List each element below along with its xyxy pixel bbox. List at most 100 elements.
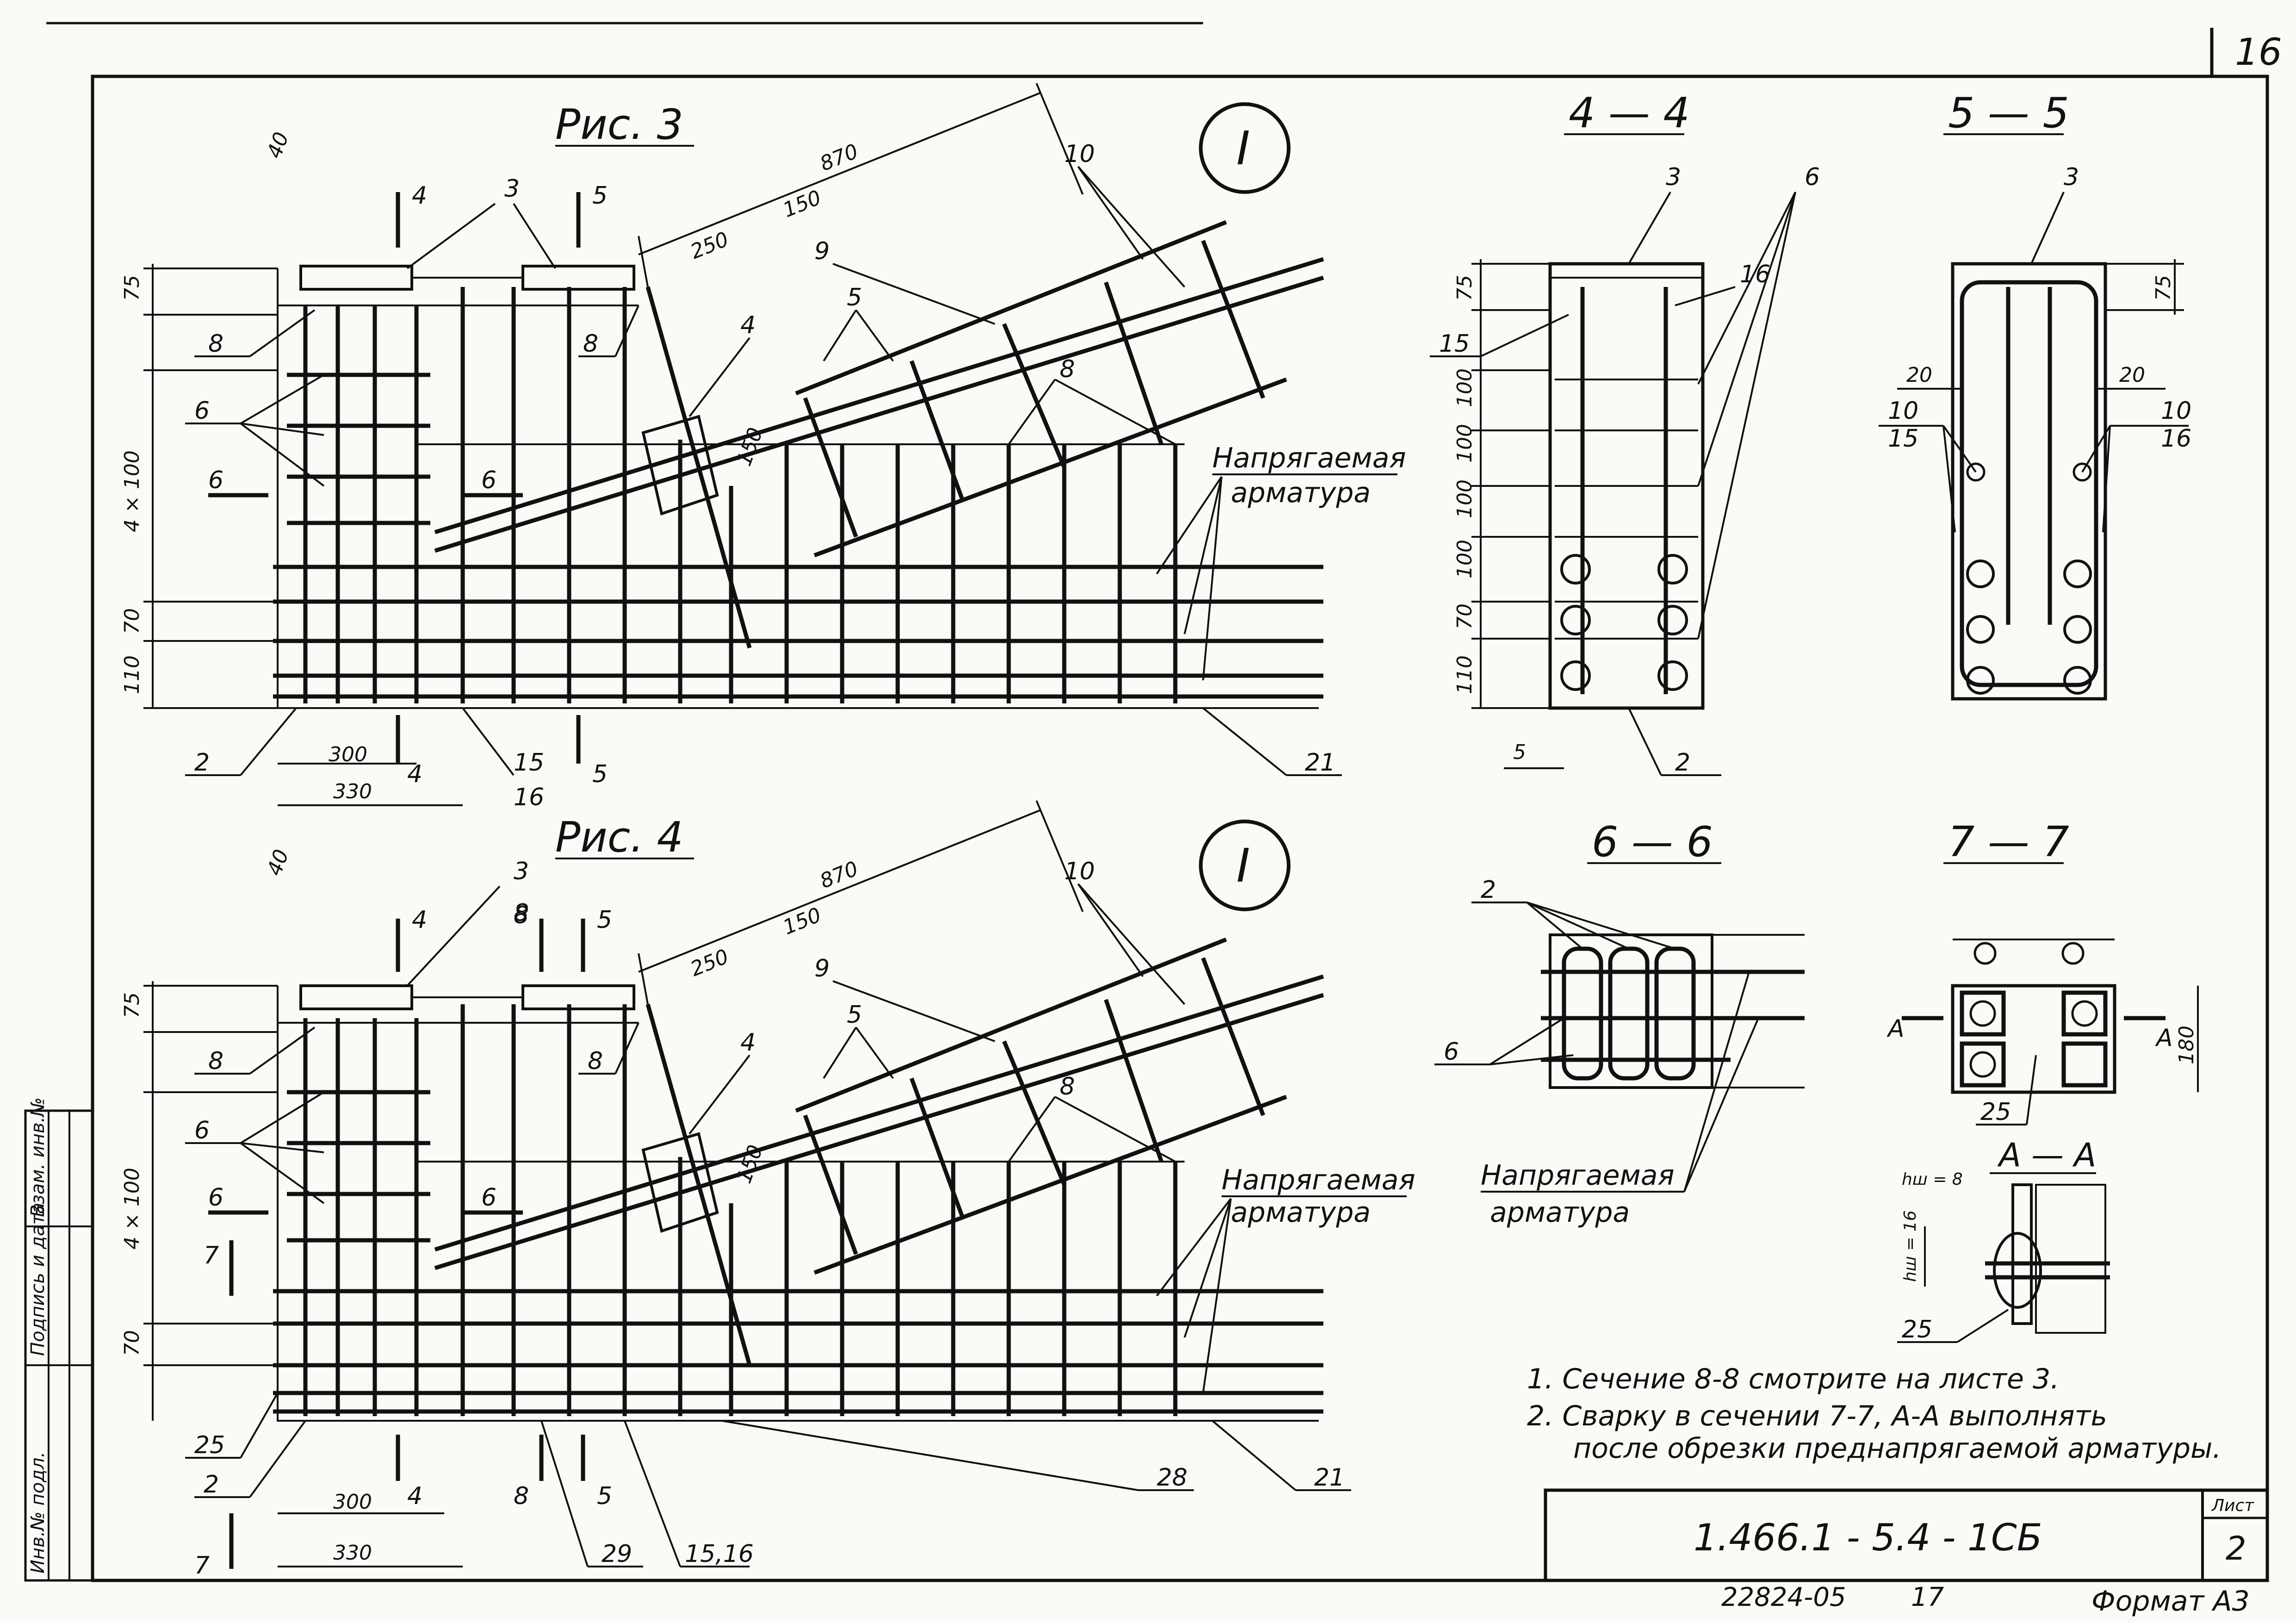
fig4-label-6: 6: [194, 1117, 210, 1144]
sec66-prestressed-2: арматура: [1490, 1196, 1630, 1229]
sec55-dim-20a: 20: [1906, 363, 1932, 387]
page-number: 16: [2235, 31, 2282, 74]
fig3-label-10: 10: [1064, 140, 1095, 168]
fig3-label-3: 3: [504, 175, 520, 203]
fig3-dim-150b: 150: [732, 424, 768, 469]
inventory-number: 22824-05: [1721, 1582, 1846, 1612]
sec55-title: 5 — 5: [1948, 89, 2069, 137]
sec55-body: [1951, 262, 2107, 701]
fig4-label-28: 28: [1157, 1464, 1187, 1492]
sec44-dim-100a: 100: [1453, 368, 1477, 407]
fig4-label-21: 21: [1314, 1464, 1345, 1492]
fig3-label-15: 15: [514, 749, 544, 777]
fig4-label-10: 10: [1064, 858, 1095, 885]
sec44-dim-75: 75: [1453, 275, 1477, 301]
section-4-4: 4 — 4 75 100 100 100 100 70 110 5: [1430, 89, 1820, 777]
fig4-prestressed-2: арматура: [1231, 1196, 1371, 1229]
fig3-label-5: 5: [847, 284, 862, 311]
sec55-dim-75: 75: [2152, 275, 2175, 301]
fig4-dim-4x100: 4 × 100: [120, 1168, 144, 1250]
secAA-dim-hw16: hш = 16: [1901, 1210, 1920, 1282]
secAA-dim-hw8: hш = 8: [1902, 1170, 1963, 1189]
fig4-cut4-top: 4: [412, 906, 427, 934]
sheet-number: 2: [2226, 1530, 2246, 1567]
note-3: после обрезки преднапрягаемой арматуры.: [1573, 1432, 2221, 1465]
sec66-title: 6 — 6: [1592, 818, 1713, 866]
format-label: Формат А3: [2091, 1585, 2250, 1617]
sec44-dim-70: 70: [1453, 603, 1477, 629]
fig4-label-29: 29: [602, 1540, 632, 1568]
fig3-dim-870: 870: [817, 139, 862, 176]
sec44-dim-100b: 100: [1453, 424, 1477, 463]
figure-4: Рис. 4 I: [120, 800, 1415, 1579]
sec77-dim-180: 180: [2175, 1026, 2198, 1064]
secAA-label-25: 25: [1902, 1316, 1932, 1343]
sec44-title: 4 — 4: [1569, 89, 1690, 137]
sec55-label-15: 15: [1888, 425, 1918, 453]
fig4-cut5-top: 5: [597, 906, 612, 934]
side-stamp: Инв.№ подл. Подпись и дата Взам. инв.№: [24, 1097, 94, 1582]
fig4-label-8a: 8: [514, 899, 529, 927]
fig3-cut5-top: 5: [592, 182, 608, 210]
stamp-col1: Инв.№ подл.: [27, 1452, 49, 1573]
sec55-label-10b: 10: [2161, 397, 2191, 425]
fig4-dim-150: 150: [780, 903, 825, 939]
note-2: 2. Сварку в сечении 7-7, А-А выполнять: [1527, 1400, 2107, 1432]
fig4-cut5-bot: 5: [597, 1482, 612, 1510]
fig3-dim-40: 40: [262, 129, 293, 162]
sec55-label-10a: 10: [1888, 397, 1918, 425]
sec66-body: [1549, 933, 1713, 1089]
fig4-cut7-top: 7: [204, 1242, 219, 1269]
fig4-marker: [1199, 820, 1291, 911]
section-6-6: 6 — 6 2 6 Напрягаемая арматура: [1434, 818, 1805, 1229]
fig4-dim-330: 330: [333, 1541, 372, 1565]
fig4-plate-left: [299, 984, 413, 1010]
secAA-title: А — А: [1997, 1136, 2096, 1174]
fig4-label-2: 2: [204, 1471, 219, 1499]
sec44-dim-5: 5: [1513, 740, 1526, 764]
fig3-prestressed-1: Напрягаемая: [1212, 442, 1406, 474]
fig4-label-8b: 8: [208, 1047, 223, 1075]
fig3-label-4: 4: [740, 311, 756, 339]
fig4-cut6-right: 6: [481, 1184, 496, 1212]
fig4-cut6-left: 6: [208, 1184, 223, 1212]
sheet-label: Лист: [2211, 1496, 2254, 1515]
sec44-label-15: 15: [1439, 330, 1470, 358]
fig4-label-15-16: 15,16: [685, 1540, 754, 1568]
fig4-dim-150b: 150: [732, 1142, 768, 1186]
section-7-7: 7 — 7 А А 180 25: [1886, 818, 2199, 1126]
fig4-cut8-bot: 8: [514, 1482, 529, 1510]
sec44-label-3: 3: [1666, 163, 1681, 191]
fig3-label-6: 6: [194, 397, 210, 425]
fig4-dim-40: 40: [262, 846, 293, 879]
sec44-dim-100c: 100: [1453, 479, 1477, 518]
sec66-label-2: 2: [1481, 876, 1496, 904]
fig3-dim-70: 70: [120, 608, 144, 634]
sec77-body: [1951, 984, 2116, 1094]
figure-3: Рис. 3 I: [120, 83, 1406, 811]
fig3-dim-330: 330: [333, 780, 372, 803]
fig4-dim-870: 870: [817, 857, 862, 893]
fig3-cut4-top: 4: [412, 182, 427, 210]
fig4-dim-70: 70: [120, 1330, 144, 1356]
fig3-label-2: 2: [194, 749, 210, 777]
sec44-label-2: 2: [1675, 749, 1690, 777]
fig3-label-21: 21: [1305, 749, 1335, 777]
fig4-label-4: 4: [740, 1029, 756, 1057]
sec55-label-16: 16: [2161, 425, 2191, 453]
sec44-dim-100d: 100: [1453, 540, 1477, 578]
fig3-plate-right: [521, 265, 635, 291]
fig3-dim-150: 150: [780, 186, 825, 222]
title-block: 1.466.1 - 5.4 - 1СБ Лист 2 22824-05 17 Ф…: [1544, 1488, 2269, 1617]
fig4-prestressed-1: Напрягаемая: [1222, 1164, 1415, 1196]
stamp-col3: Взам. инв.№: [27, 1097, 49, 1217]
fig3-label-8c: 8: [1060, 355, 1075, 383]
fig3-plate-left: [299, 265, 413, 291]
notes: 1. Сечение 8-8 смотрите на листе 3. 2. С…: [1527, 1363, 2221, 1465]
fig4-label-25: 25: [194, 1431, 225, 1459]
fig4-cut8-top: 8: [514, 902, 529, 929]
fig4-cut4-bot: 4: [407, 1482, 422, 1510]
fig3-dim-4x100: 4 × 100: [120, 450, 144, 532]
fig4-label-3: 3: [514, 858, 529, 885]
